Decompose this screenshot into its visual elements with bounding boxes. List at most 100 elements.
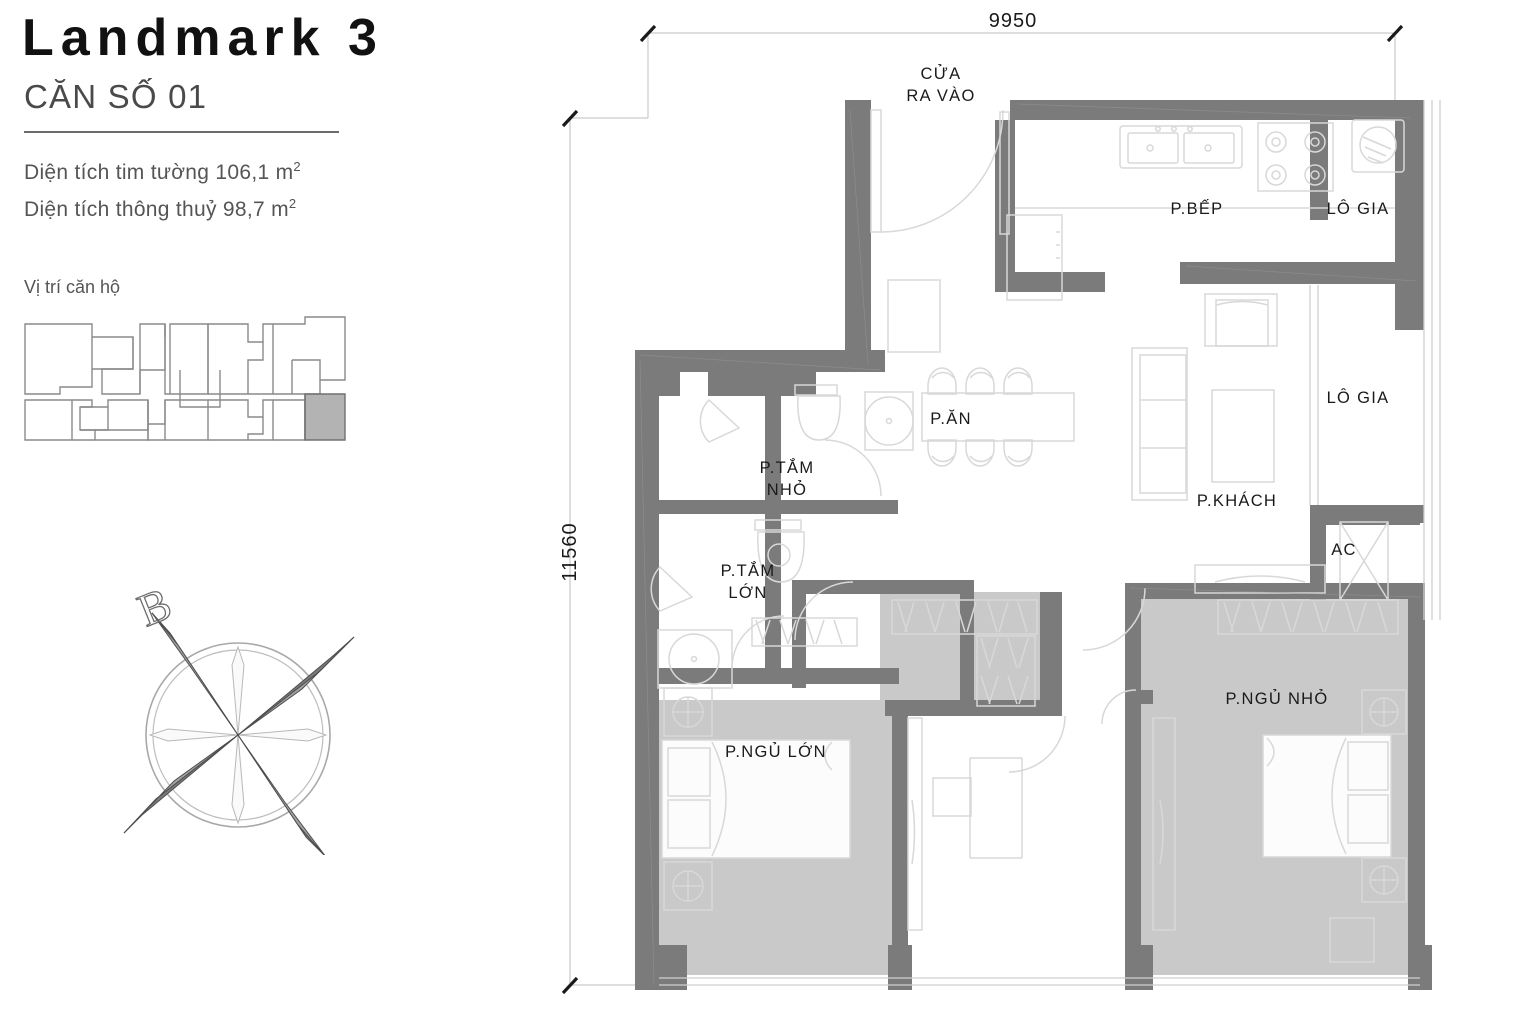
sm-bed-corner (1266, 737, 1275, 767)
label-bed-small: P.NGỦ NHỎ (1225, 689, 1328, 708)
dimension-tick-left (561, 109, 579, 995)
tv-console (1194, 564, 1326, 594)
study-wardrobe-strip (907, 717, 923, 931)
sink-icon (1119, 125, 1243, 169)
unit-subtitle: CĂN SỐ 01 (24, 78, 208, 115)
wall-kitchen-top (1010, 100, 1415, 120)
wall-bed-small-top (1125, 583, 1425, 599)
label-loggia-2: LÔ GIA (1327, 388, 1390, 407)
bed-corner (824, 741, 833, 771)
compass-north-label: B (131, 585, 179, 636)
area-gross-unit-sup: 2 (293, 159, 301, 174)
master-bed-set (661, 617, 858, 911)
label-loggia-1: LÔ GIA (1327, 199, 1390, 218)
label-bath-large-l1: P.TẮM (721, 561, 776, 580)
sm-wardrobe-strip (1152, 717, 1176, 931)
wall-bottom-a (659, 945, 687, 990)
wall-bath-mid (653, 500, 898, 514)
walls (635, 100, 1432, 990)
study-set (907, 715, 1066, 931)
study-chair (932, 777, 972, 817)
door-swing-bath-large (731, 615, 785, 669)
wall-bottom-right (1408, 945, 1432, 990)
bath-large-fixtures (650, 519, 805, 689)
wall-bottom-left (635, 970, 659, 990)
master-bed (661, 739, 851, 859)
sofa-inner (1139, 354, 1187, 494)
wall-bottom-mid-a (888, 945, 912, 990)
sm-stool (1329, 917, 1375, 963)
door-swing-corridor (1101, 689, 1137, 725)
area-net-text: Diện tích thông thuỷ 98,7 m (24, 198, 289, 221)
sm-pillow-a (1347, 741, 1389, 791)
wall-pantry-bottom (995, 272, 1105, 292)
wall-right-ac (1310, 505, 1424, 523)
dimension-tick-top (639, 24, 1404, 43)
wall-kitchen-bottom (1180, 262, 1330, 284)
compass-outer-ring (145, 642, 331, 828)
label-ac: AC (1331, 541, 1357, 559)
entrance-door (870, 109, 1010, 235)
glazing (659, 100, 1441, 986)
wall-entry-left (845, 100, 871, 372)
small-wardrobe (1217, 599, 1399, 635)
small-bed-set (1082, 587, 1407, 963)
page-title: Landmark 3 (22, 9, 384, 67)
location-key-plan (20, 312, 350, 444)
fridge (1006, 214, 1063, 301)
wall-hatching (639, 103, 1421, 986)
label-kitchen: P.BẾP (1171, 199, 1224, 218)
label-bath-large-l2: LỚN (728, 583, 767, 602)
dimension-left (569, 117, 648, 986)
wall-master-right-a (960, 580, 974, 710)
wall-right-a (1408, 100, 1424, 330)
door-swing-small-bed (1082, 587, 1146, 651)
label-entrance-line2: RA VÀO (906, 86, 975, 105)
wardrobe-handle (911, 799, 916, 865)
dimension-height-label: 11560 (559, 522, 581, 581)
wall-master-closet-left (792, 592, 806, 688)
armchair-inner (1215, 299, 1269, 347)
label-living: P.KHÁCH (1197, 491, 1277, 510)
dimension-width-label: 9950 (989, 10, 1038, 32)
sm-pillow-b (1347, 794, 1389, 844)
nightstand-bottom (663, 861, 713, 911)
fridge-handles (1056, 231, 1060, 259)
wall-bed-small-left (1125, 583, 1141, 983)
tv-unit (1214, 575, 1306, 583)
wall-niche-a (652, 372, 680, 396)
area-gross-text: Diện tích tim tường 106,1 m (24, 161, 294, 184)
label-bath-small-l2: NHỎ (767, 480, 808, 499)
label-bath-small-l1: P.TẮM (760, 458, 815, 477)
compass-minor-star (148, 645, 328, 825)
door-swing-study (1008, 715, 1066, 773)
pillow-b (667, 799, 711, 849)
area-net-unit-sup: 2 (288, 196, 297, 211)
dimension-top (647, 32, 1396, 118)
wall-bed-small-right (1408, 583, 1425, 983)
title-divider (24, 131, 339, 133)
highlighted-unit (304, 393, 346, 441)
dressing-wardrobe (794, 581, 1038, 707)
door-swing-master (794, 581, 854, 641)
wall-bath-large-bottom (653, 668, 899, 684)
wall-study-top-b (960, 700, 1062, 716)
door-swing-bath-small (824, 439, 882, 497)
floor-plan: 9950 11560 (540, 0, 1536, 1025)
wall-between-bedrooms (1040, 592, 1062, 710)
shower-door-large (650, 565, 694, 612)
coffee-table (1211, 389, 1275, 483)
master-wardrobe (751, 617, 858, 647)
sofa-outer (1131, 347, 1188, 501)
sm-nightstand-bottom (1361, 857, 1407, 903)
wall-bath-large-right (765, 514, 781, 679)
label-entrance-line1: CỬA (921, 64, 962, 83)
shower-door-small (699, 398, 741, 443)
living-set (1131, 293, 1326, 594)
wall-kitchen-bottom-right (1310, 262, 1420, 284)
small-bed (1262, 734, 1392, 858)
stove-icon (1257, 122, 1334, 192)
study-desk (969, 757, 1023, 859)
room-labels: CỬA RA VÀO P.BẾP LÔ GIA LÔ GIA AC P.ĂN P… (721, 64, 1390, 761)
